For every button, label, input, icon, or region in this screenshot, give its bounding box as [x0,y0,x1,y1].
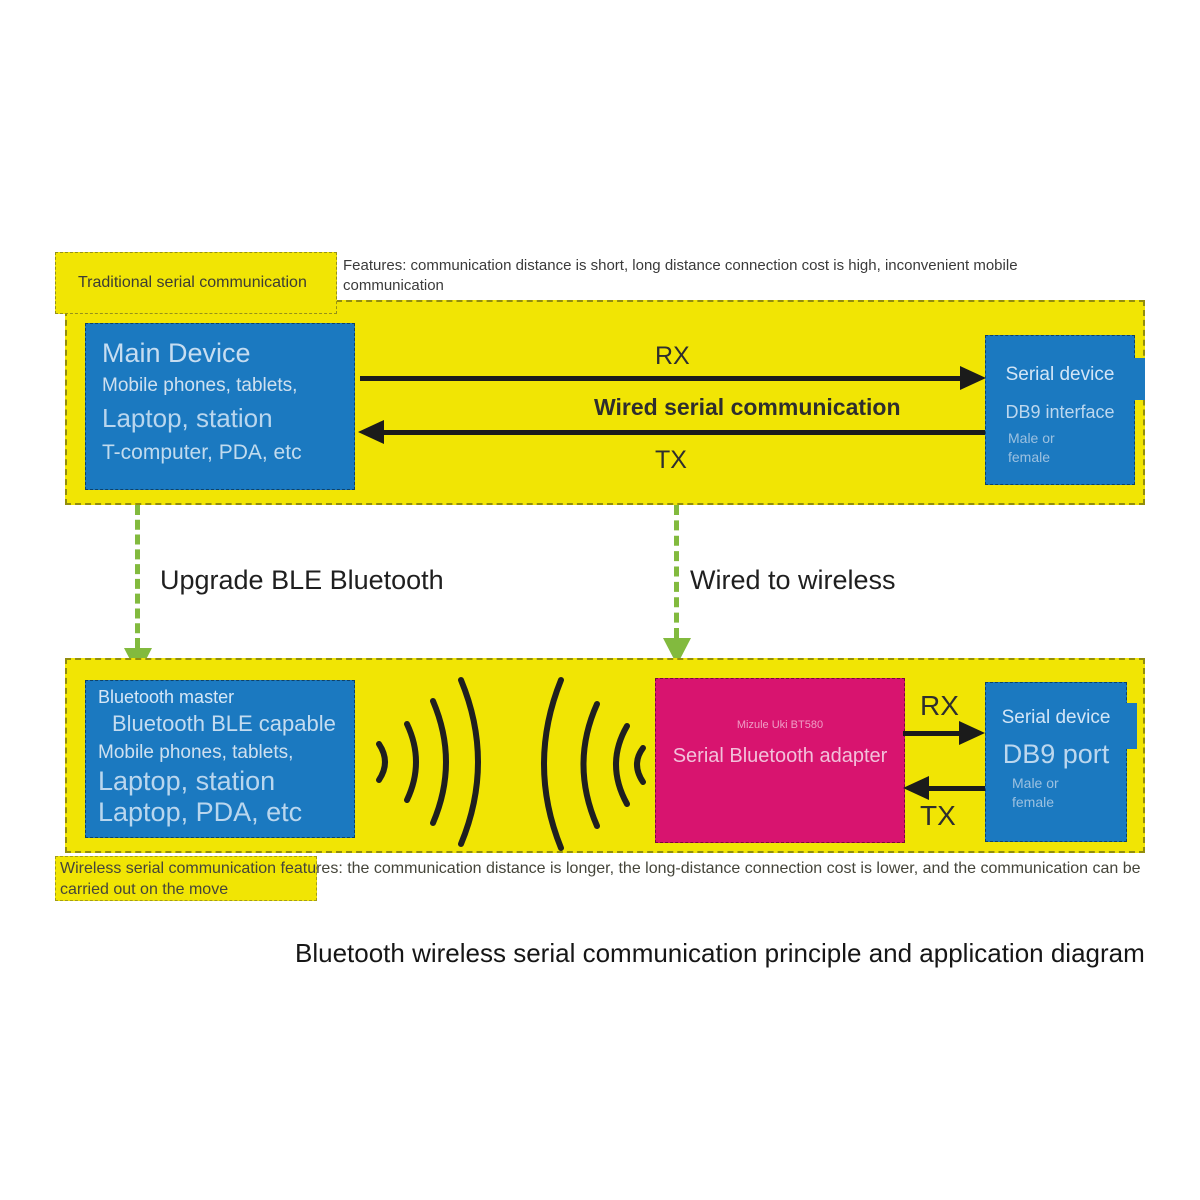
bottom-features-note: Wireless serial communication features: … [60,860,1141,898]
rx-label-top: RX [655,342,690,370]
wired-to-wireless-arrow-line-icon [674,505,679,638]
main-device-line: T-computer, PDA, etc [102,441,302,464]
main-device-box: Main Device Mobile phones, tablets, Lapt… [85,323,355,490]
main-device-line: Laptop, station [102,403,273,433]
diagram-caption: Bluetooth wireless serial communication … [295,938,1145,968]
features-highlight [55,856,317,901]
serial-device-bottom-note: Male or female [1012,775,1059,810]
main-device-line: Mobile phones, tablets, [102,375,298,396]
bluetooth-master-line: Laptop, PDA, etc [98,797,303,827]
rx-label-bottom: RX [920,690,959,721]
wired-serial-label: Wired serial communication [594,394,901,420]
bluetooth-master-line: Laptop, station [98,766,276,796]
rx-arrow-top [360,376,962,381]
rx-arrow-bottom [903,731,961,736]
serial-device-bottom-box: Serial device DB9 port Male or female [985,682,1137,842]
wired-to-wireless-label: Wired to wireless [690,565,896,595]
adapter-title: Serial Bluetooth adapter [672,745,888,767]
top-features-note: Features: communication distance is shor… [343,257,1018,294]
serial-device-top-box: Serial device DB9 interface Male or fema… [985,335,1145,485]
upgrade-ble-label: Upgrade BLE Bluetooth [160,565,444,595]
tx-arrowhead-top-icon [358,420,384,444]
tx-arrow-bottom [929,786,987,791]
bluetooth-master-title: Bluetooth master [98,687,235,707]
adapter-model-label: Mizule Uki BT580 [736,719,824,731]
serial-device-top-note: Male or female [1008,430,1055,465]
serial-device-top-port: DB9 interface [1005,402,1115,422]
tx-label-top: TX [655,446,687,474]
traditional-serial-label-text: Traditional serial communication [78,274,307,291]
serial-device-top-title: Serial device [1005,364,1115,385]
upgrade-arrow-line-icon [135,505,140,648]
tx-label-bottom: TX [920,800,956,831]
bluetooth-master-line: Mobile phones, tablets, [98,742,294,763]
bluetooth-master-box: Bluetooth master Bluetooth BLE capable M… [85,680,355,838]
rx-arrowhead-top-icon [960,366,986,390]
tx-arrowhead-bottom-icon [903,776,929,800]
serial-device-bottom-title: Serial device [1001,707,1111,728]
db9-tab-icon [1133,358,1145,400]
main-device-title: Main Device [102,338,251,368]
wireless-waves-icon [376,677,646,851]
serial-device-bottom-port: DB9 port [1002,739,1110,769]
db9-tab-icon [1125,703,1137,749]
tx-arrow-top [384,430,988,435]
bluetooth-master-line: Bluetooth BLE capable [112,711,336,736]
traditional-serial-label: Traditional serial communication [55,252,337,314]
rx-arrowhead-bottom-icon [959,721,985,745]
bluetooth-adapter-box: Mizule Uki BT580 Serial Bluetooth adapte… [655,678,905,843]
